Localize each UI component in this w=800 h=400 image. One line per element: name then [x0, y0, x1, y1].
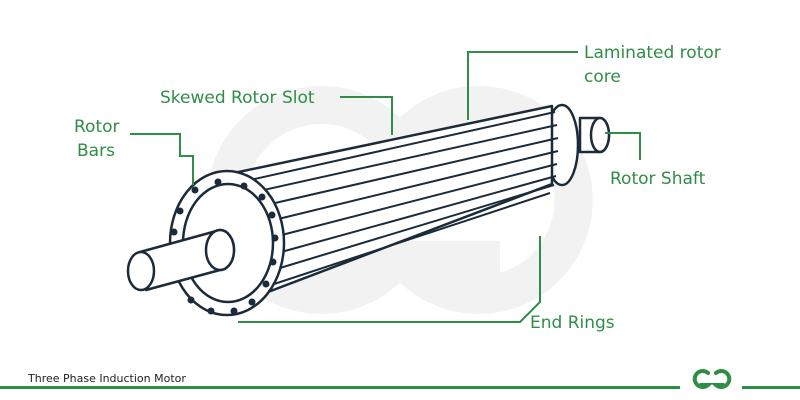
leader-laminated-core — [467, 51, 578, 120]
leader-rotor-shaft — [605, 132, 641, 160]
label-rotor-bars-line2: Bars — [77, 141, 115, 161]
leader-end-rings — [238, 236, 541, 323]
label-end-rings: End Rings — [530, 313, 615, 333]
label-skewed-rotor-slot: Skewed Rotor Slot — [160, 88, 315, 108]
footer-rule-right — [742, 386, 800, 389]
rotor-bar-ends — [170, 178, 279, 315]
rotor-shaft-left — [126, 228, 236, 292]
footer-rule-left — [0, 386, 680, 389]
leader-rotor-bars — [130, 133, 194, 185]
leader-skewed-slot — [340, 96, 393, 135]
label-laminated-core-line2: core — [584, 67, 621, 87]
figure-caption: Three Phase Induction Motor — [28, 372, 186, 385]
label-rotor-shaft: Rotor Shaft — [610, 169, 706, 189]
label-rotor-bars-line1: Rotor — [74, 117, 120, 137]
skewed-rotor-bars — [231, 111, 559, 289]
rotor-shaft-right — [578, 116, 611, 154]
gfg-logo-icon — [692, 369, 732, 389]
label-laminated-core-line1: Laminated rotor — [584, 43, 721, 63]
